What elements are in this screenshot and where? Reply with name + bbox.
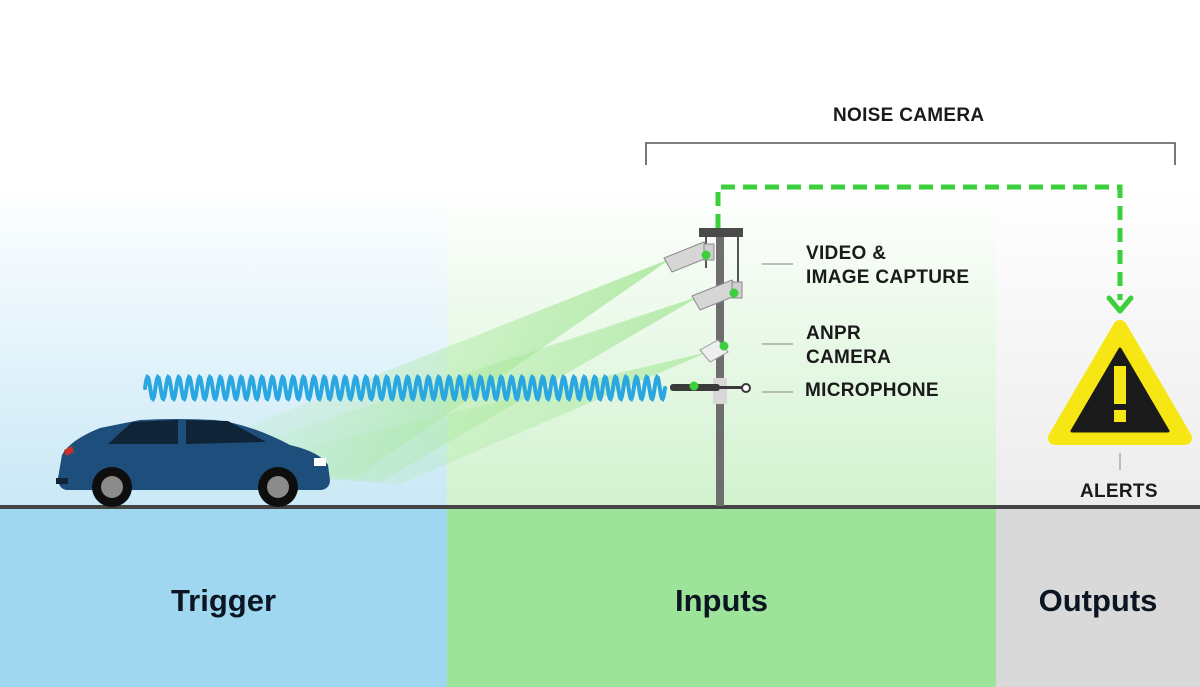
noise-camera-title: NOISE CAMERA: [833, 105, 985, 126]
section-title-inputs: Inputs: [675, 583, 768, 618]
car-icon: [56, 419, 330, 507]
section-title-trigger: Trigger: [170, 583, 277, 618]
microphone-icon: [670, 381, 751, 393]
video-capture-label: VIDEO & IMAGE CAPTURE: [806, 242, 969, 290]
inputs-band: [447, 509, 996, 687]
microphone-label: MICROPHONE: [805, 380, 939, 401]
alerts-label: ALERTS: [1080, 481, 1158, 502]
sound-wave-icon: [143, 373, 667, 403]
anpr-camera-label-line1: ANPR: [806, 323, 862, 344]
camera-icon: [691, 279, 743, 311]
trigger-band: [0, 509, 447, 687]
anpr-camera-label: ANPR CAMERA: [806, 322, 891, 370]
anpr-camera-label-line2: CAMERA: [806, 347, 892, 368]
ground-line: [0, 505, 1200, 509]
section-title-outputs: Outputs: [1038, 583, 1158, 618]
noise-camera-bracket: [645, 142, 1176, 165]
outputs-sky: [996, 185, 1200, 507]
camera-icon: [663, 241, 715, 273]
video-capture-label-line1: VIDEO &: [806, 243, 887, 264]
leader-lines: [762, 263, 1121, 470]
arrow-down-icon: [1106, 295, 1134, 314]
outputs-band: [996, 509, 1200, 687]
warning-icon: [1048, 320, 1192, 445]
video-capture-label-line2: IMAGE CAPTURE: [806, 267, 970, 288]
anpr-camera-icon: [699, 339, 729, 363]
signal-path: [715, 184, 1123, 300]
